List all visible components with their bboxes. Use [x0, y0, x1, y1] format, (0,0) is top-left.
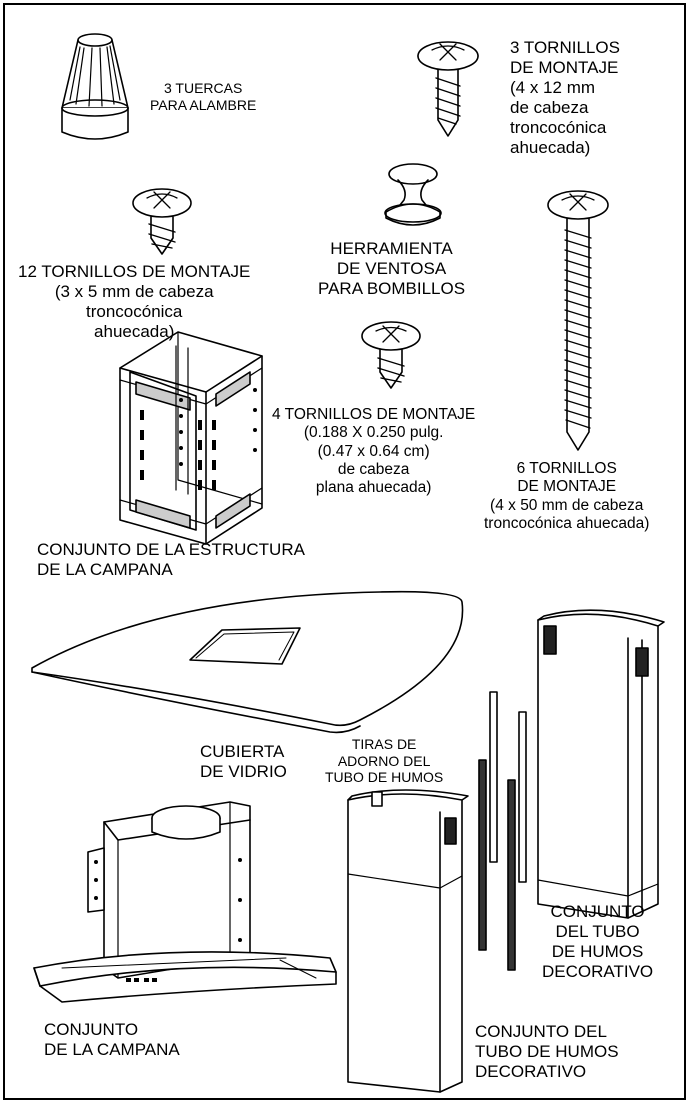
label-chimney-lower: CONJUNTO DEL TUBO DE HUMOS DECORATIVO [475, 1022, 619, 1082]
suction-tool-illustration [384, 163, 442, 226]
label-screws-0188: 4 TORNILLOS DE MONTAJE (0.188 X 0.250 pu… [272, 406, 476, 497]
label-frame-assembly: CONJUNTO DE LA ESTRUCTURA DE LA CAMPANA [37, 540, 305, 580]
trim-strips-illustration [478, 691, 527, 971]
label-hood-assembly: CONJUNTO DE LA CAMPANA [44, 1020, 180, 1060]
glass-canopy-illustration [31, 590, 464, 734]
screw-3x5-illustration [132, 188, 192, 255]
hood-assembly-illustration [33, 801, 337, 1003]
screw-0188-illustration [361, 321, 421, 389]
screw-4x12-illustration [417, 41, 479, 137]
diagram-frame [3, 3, 686, 1100]
screw-4x50-illustration [547, 190, 609, 451]
label-glass-canopy: CUBIERTA DE VIDRIO [200, 742, 287, 782]
frame-assembly-illustration [119, 331, 263, 545]
label-screws-4x12: 3 TORNILLOS DE MONTAJE (4 x 12 mm de cab… [510, 38, 620, 158]
label-trim-strips: TIRAS DE ADORNO DEL TUBO DE HUMOS [325, 736, 444, 786]
label-screws-3x5: 12 TORNILLOS DE MONTAJE (3 x 5 mm de cab… [18, 262, 251, 342]
label-screws-4x50: 6 TORNILLOS DE MONTAJE (4 x 50 mm de cab… [484, 460, 650, 532]
wire-nut-illustration [61, 33, 129, 140]
label-suction-tool: HERRAMIENTA DE VENTOSA PARA BOMBILLOS [318, 239, 466, 299]
chimney-upper-illustration [537, 609, 665, 919]
label-wire-nuts: 3 TUERCAS PARA ALAMBRE [150, 80, 257, 113]
label-chimney-upper: CONJUNTO DEL TUBO DE HUMOS DECORATIVO [542, 902, 654, 982]
chimney-lower-illustration [347, 789, 469, 1093]
